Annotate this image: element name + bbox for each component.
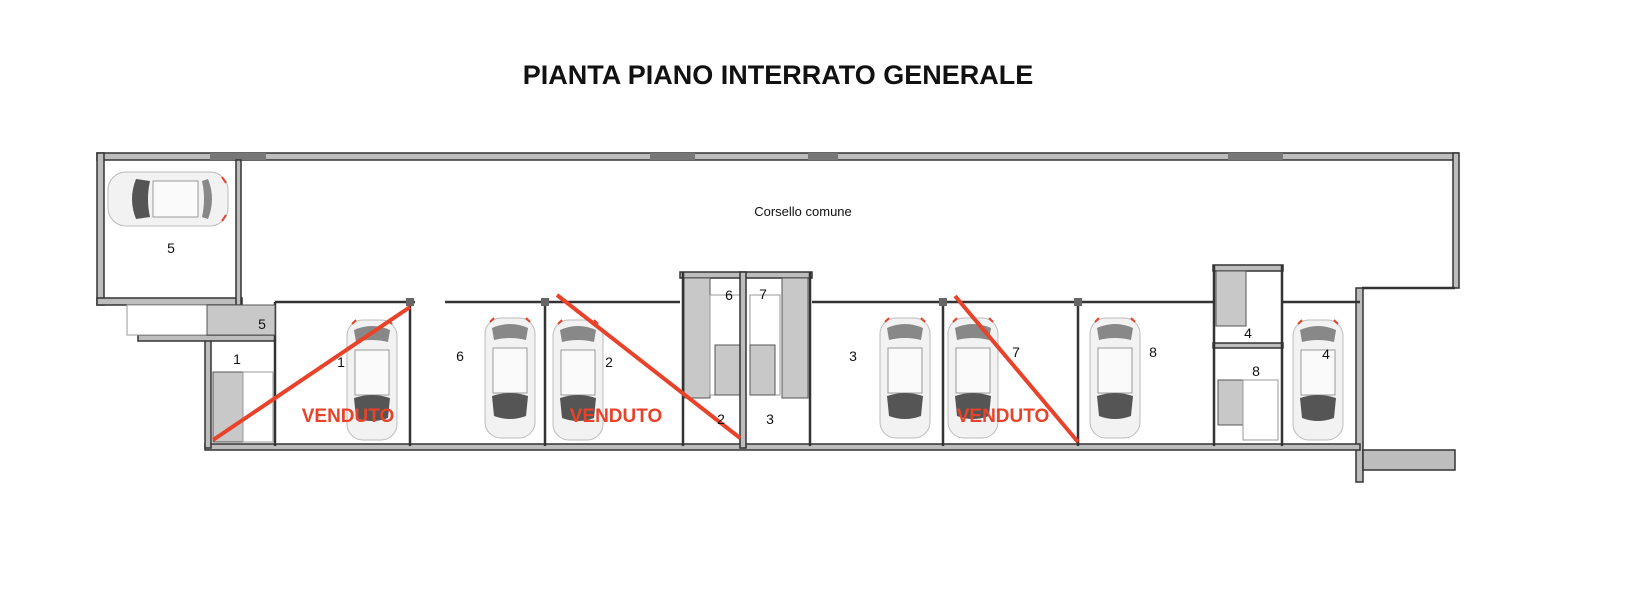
box-7-label: 7 bbox=[1012, 344, 1020, 360]
box-3-label: 3 bbox=[849, 348, 857, 364]
stair-8-label: 8 bbox=[1252, 363, 1260, 379]
car-icon bbox=[1292, 319, 1344, 441]
sold-strike-line bbox=[555, 293, 742, 440]
stair-2-label: 2 bbox=[717, 411, 725, 427]
sold-strike-line bbox=[211, 305, 412, 442]
car-icon bbox=[1089, 317, 1141, 439]
outer-walls bbox=[96, 152, 1460, 483]
stair-1-label: 1 bbox=[233, 351, 241, 367]
page-title: PIANTA PIANO INTERRATO GENERALE bbox=[523, 60, 1034, 90]
stair-6-label: 6 bbox=[725, 287, 733, 303]
garage-5-label: 5 bbox=[167, 240, 175, 256]
box-8-label: 8 bbox=[1149, 344, 1157, 360]
sold-strike-line bbox=[953, 294, 1080, 444]
stair-core-6-7 bbox=[679, 271, 813, 449]
car-icon bbox=[879, 317, 931, 439]
corridor-label: Corsello comune bbox=[754, 204, 852, 219]
car-icon bbox=[484, 317, 536, 439]
stair-5-label: 5 bbox=[258, 316, 266, 332]
stair-4-label: 4 bbox=[1244, 325, 1252, 341]
box-4-label: 4 bbox=[1322, 346, 1330, 362]
car-icon bbox=[107, 171, 229, 227]
sold-label: VENDUTO bbox=[957, 406, 1050, 427]
sold-label: VENDUTO bbox=[302, 406, 395, 427]
inner-walls bbox=[273, 298, 1360, 446]
sold-label: VENDUTO bbox=[570, 406, 663, 427]
stair-core-4-8 bbox=[1212, 264, 1284, 446]
box-1-label: 1 bbox=[337, 354, 345, 370]
stair-3-label: 3 bbox=[766, 411, 774, 427]
box-2-label: 2 bbox=[605, 354, 613, 370]
stair-1 bbox=[212, 371, 274, 443]
box-6-label: 6 bbox=[456, 348, 464, 364]
stair-7-label: 7 bbox=[759, 286, 767, 302]
stair-5 bbox=[126, 304, 276, 336]
